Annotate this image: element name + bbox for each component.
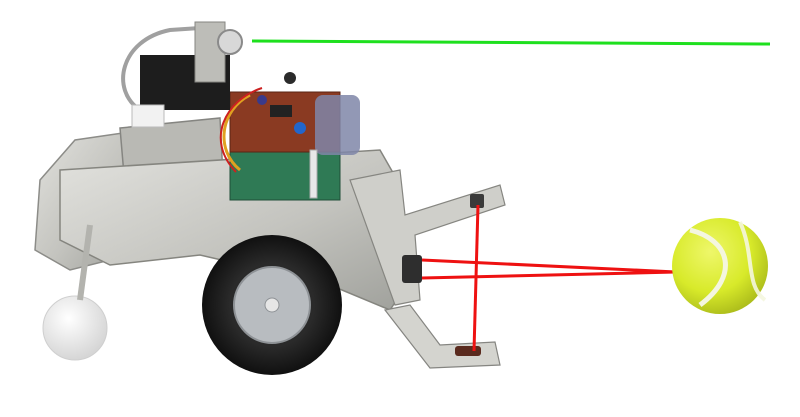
red-beam-upper: [421, 258, 677, 274]
ribbon-cable: [315, 95, 360, 155]
standoff-post: [309, 149, 318, 199]
tennis-ball-body: [672, 218, 768, 314]
red-beam-lower: [421, 270, 677, 280]
green-laser-beam: [251, 39, 771, 46]
robot-front-bracket: [349, 169, 506, 306]
red-wire: [219, 87, 263, 173]
capacitor-2: [284, 72, 296, 84]
sensor-lens: [217, 29, 243, 55]
potentiometer: [294, 122, 306, 134]
mast-bracket: [194, 21, 226, 83]
green-sensor-board: [229, 149, 341, 201]
white-block: [131, 104, 165, 128]
chip: [270, 105, 292, 117]
robot-caster-ball: [42, 295, 108, 361]
red-sensor-beams: [421, 204, 677, 352]
robot-upper-sensor: [470, 194, 484, 208]
wire-bundle: [222, 93, 251, 172]
tennis-ball-seam-2: [738, 221, 767, 302]
tennis-ball: [672, 218, 768, 314]
robot-electronics-stack: [219, 72, 360, 201]
wheel-axle: [264, 297, 280, 313]
capacitor-1: [257, 95, 267, 105]
robot-sensor-mast: [121, 21, 243, 128]
robot-lower-sensor: [455, 346, 481, 356]
caster-arm: [77, 224, 93, 301]
robot: [34, 21, 506, 375]
robot-wheel: [202, 235, 342, 375]
tennis-ball-seam: [689, 227, 728, 307]
robot-middle-sensor: [402, 255, 422, 283]
sensor-cable: [121, 26, 201, 112]
